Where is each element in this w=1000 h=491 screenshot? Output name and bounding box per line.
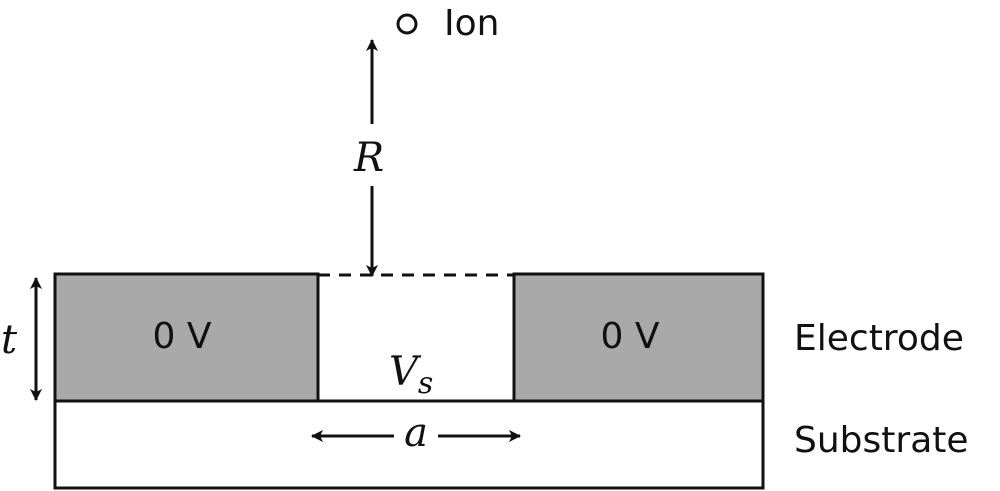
ion-label: Ion: [444, 3, 499, 44]
left-electrode-voltage: 0 V: [153, 316, 212, 357]
right-electrode: [512, 272, 765, 403]
distance-label: R: [353, 135, 384, 181]
substrate-layer-label: Substrate: [794, 420, 969, 461]
gap-width-label: a: [404, 410, 428, 456]
electrode-layer-label: Electrode: [794, 318, 964, 359]
gap-voltage-symbol: V: [389, 349, 422, 395]
thickness-label: t: [1, 317, 18, 363]
right-electrode-voltage: 0 V: [601, 316, 660, 357]
gap-voltage-subscript: s: [418, 366, 433, 401]
gap-voltage-label: Vs: [389, 349, 433, 401]
left-electrode: [53, 272, 320, 403]
substrate-block: [53, 399, 765, 490]
ion-marker: [396, 13, 418, 35]
